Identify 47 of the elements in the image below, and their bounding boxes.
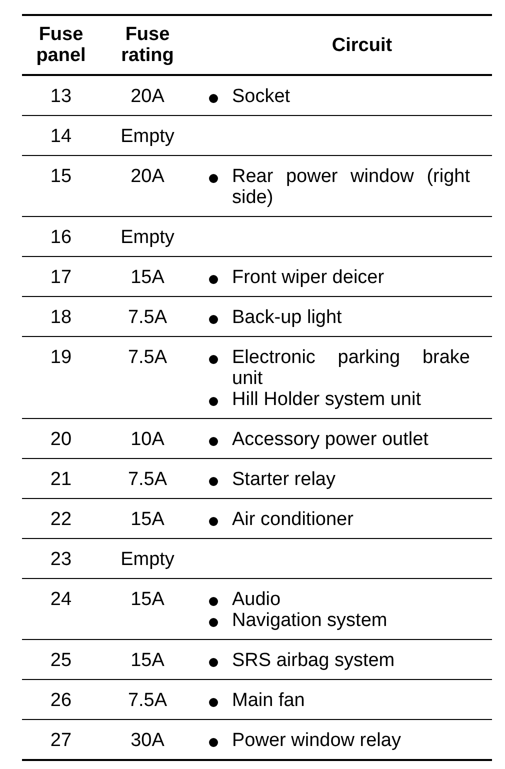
column-header: Fuse rating xyxy=(120,24,175,66)
table-cell: 15 xyxy=(50,166,72,187)
table-cell-text: Air conditioner xyxy=(232,509,354,530)
table-cell-text: Navigation system xyxy=(232,610,388,631)
table-cell: 25 xyxy=(50,650,72,671)
column-header: Fuse panel xyxy=(35,24,87,66)
table-cell: 13 xyxy=(50,86,72,107)
table-cell: 24 xyxy=(50,589,72,610)
table-cell: 7.5A xyxy=(128,347,168,368)
table-cell: 26 xyxy=(50,690,72,711)
table-cell-text: Front wiper deicer xyxy=(232,267,386,288)
table-cell-text: Main fan xyxy=(232,690,306,711)
table-cell-text: Socket xyxy=(232,86,292,107)
table-cell: 27 xyxy=(50,730,72,751)
table-cell: 15A xyxy=(130,509,164,530)
table-cell: 16 xyxy=(50,227,72,248)
table-cell-text: Starter relay xyxy=(232,469,336,490)
table-cell-text: Accessory power outlet xyxy=(232,429,430,450)
table-cell-text: Hill Holder system unit xyxy=(232,389,422,410)
table-cell-text: Audio xyxy=(232,589,282,610)
table-cell-text: Power window relay xyxy=(232,730,402,751)
table-cell: Empty xyxy=(120,126,174,147)
table-cell-text: Back-up light xyxy=(232,307,343,328)
table-cell: 30A xyxy=(130,730,164,751)
table-cell: 10A xyxy=(130,429,164,450)
table-cell: 18 xyxy=(50,307,72,328)
table-cell: Empty xyxy=(120,227,174,248)
table-cell: 7.5A xyxy=(128,469,168,490)
table-cell: Rear power window (right side) xyxy=(232,166,470,208)
table-cell: 7.5A xyxy=(128,307,168,328)
table-cell: 7.5A xyxy=(128,690,168,711)
table-cell: 17 xyxy=(50,267,72,288)
table-cell-text: SRS airbag system xyxy=(232,650,396,671)
table-cell: 21 xyxy=(50,469,72,490)
column-header: Circuit xyxy=(332,34,392,56)
table-cell: 22 xyxy=(50,509,72,530)
table-cell: 20A xyxy=(130,86,164,107)
table-cell: 23 xyxy=(50,549,72,570)
table-cell: 20 xyxy=(50,429,72,450)
table-cell: Empty xyxy=(120,549,174,570)
table-cell: 15A xyxy=(130,589,164,610)
table-cell: 19 xyxy=(50,347,72,368)
table-cell: Electronic parking brake unit xyxy=(232,347,470,389)
table-cell: 14 xyxy=(50,126,72,147)
table-cell: 15A xyxy=(130,267,164,288)
table-cell: 15A xyxy=(130,650,164,671)
table-cell: 20A xyxy=(130,166,164,187)
